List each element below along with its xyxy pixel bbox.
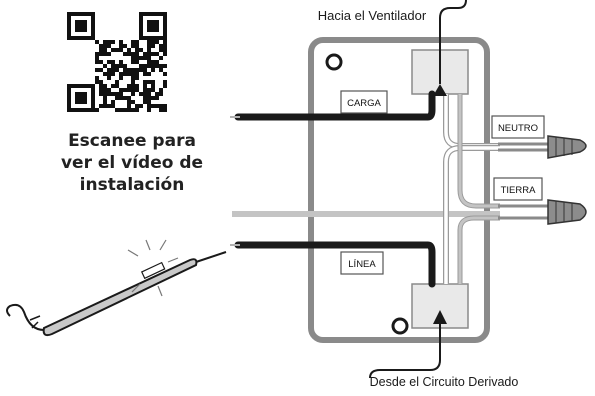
- voltage-tester-icon: [6, 239, 227, 337]
- neutro-label: NEUTRO: [498, 123, 538, 134]
- carga-wire: [234, 90, 436, 121]
- ground-branch-wires: [457, 94, 500, 284]
- linea-label: LÍNEA: [348, 259, 376, 270]
- carga-label: CARGA: [347, 98, 381, 109]
- linea-tag: LÍNEA: [340, 251, 384, 275]
- wire-nut-icon: [498, 199, 587, 225]
- mounting-screw-bottom: [391, 317, 409, 335]
- qr-caption-line-2: ver el vídeo de: [61, 153, 203, 173]
- to-fan-arrow: [433, 0, 467, 96]
- linea-wire: [234, 241, 436, 288]
- from-circuit-label: Desde el Circuito Derivado: [370, 375, 519, 389]
- to-fan-label: Hacia el Ventilador: [318, 8, 427, 23]
- qr-caption-line-1: Escanee para: [68, 131, 196, 151]
- wire-nut-icon: [498, 135, 587, 159]
- qr-code-icon: [67, 12, 167, 112]
- carga-tag: CARGA: [340, 90, 388, 114]
- mounting-screw-top: [325, 53, 343, 71]
- qr-caption-line-3: instalación: [80, 175, 185, 195]
- from-circuit-arrow: [369, 310, 447, 379]
- neutro-tag: NEUTRO: [491, 115, 545, 139]
- tierra-label: TIERRA: [501, 185, 537, 196]
- tierra-tag: TIERRA: [493, 177, 543, 201]
